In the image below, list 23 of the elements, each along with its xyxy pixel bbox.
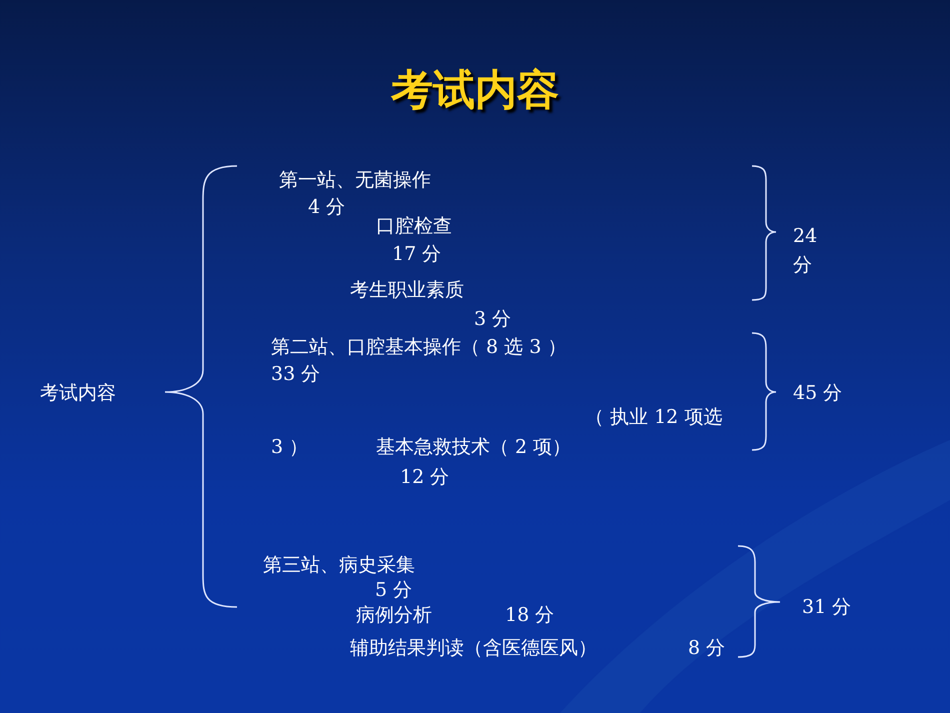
score-text: 考试内容	[40, 381, 116, 405]
score-text: 病例分析	[356, 603, 432, 627]
score-text: 考生职业素质	[350, 278, 464, 302]
score-text: 33 分	[271, 362, 320, 386]
score-text: 5 分	[375, 578, 412, 602]
score-text: 31 分	[802, 595, 852, 619]
score-text: 第三站、病史采集	[263, 553, 415, 577]
score-text: 8 分	[688, 636, 726, 660]
score-text: 口腔检查	[376, 214, 452, 238]
score-text: 第二站、口腔基本操作（ 8 选 3 ）	[271, 335, 566, 359]
score-text: 18 分	[505, 603, 554, 627]
score-text: 辅助结果判读（含医德医风）	[350, 636, 597, 660]
score-text: 17 分	[392, 242, 442, 266]
score-text: （ 执业 12 项选	[585, 405, 722, 429]
score-text: 第一站、无菌操作	[279, 168, 431, 192]
slide-title: 考试内容	[390, 64, 560, 116]
score-text: 12 分	[400, 465, 450, 489]
score-text: 基本急救技术（ 2 项）	[376, 435, 572, 459]
score-text: 45 分	[793, 381, 842, 405]
score-text: 24 分	[793, 224, 818, 278]
score-text: 3 分	[474, 307, 512, 331]
score-text: 4 分	[308, 195, 346, 219]
score-text: 3 ）	[271, 435, 308, 459]
